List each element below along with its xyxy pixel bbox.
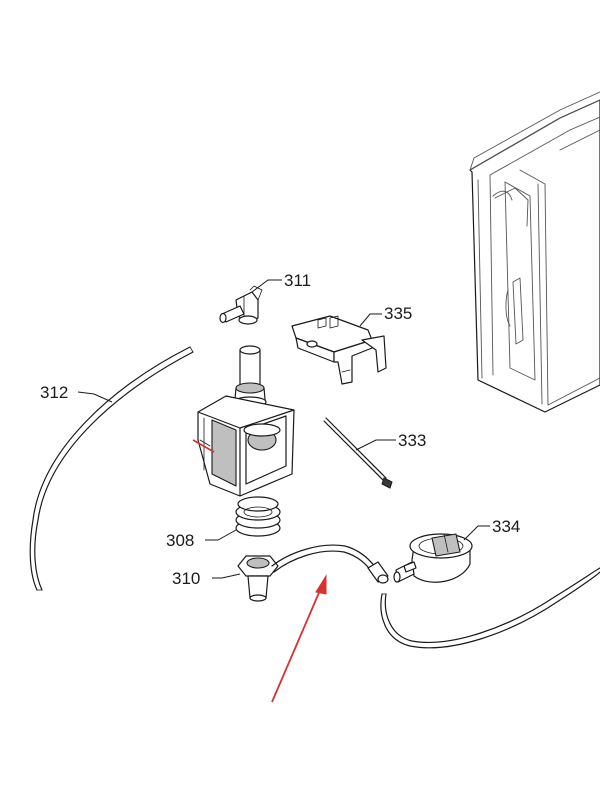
callout-311: 311 bbox=[284, 271, 311, 290]
leader-335 bbox=[359, 313, 382, 327]
callout-335: 335 bbox=[384, 304, 412, 323]
part-pump-solenoid bbox=[197, 345, 295, 497]
callout-312: 312 bbox=[40, 383, 68, 402]
connecting-hose bbox=[271, 544, 389, 584]
leader-308 bbox=[463, 525, 490, 541]
leader-310 bbox=[212, 573, 241, 579]
callout-333: 333 bbox=[398, 431, 426, 450]
leader-334 bbox=[205, 529, 237, 541]
part-333-cable-tie bbox=[323, 417, 393, 489]
red-arrow-pointer bbox=[271, 574, 327, 703]
part-310-fitting bbox=[237, 555, 279, 602]
part-312-tube bbox=[29, 346, 194, 591]
leader-333 bbox=[355, 439, 396, 451]
callout-310: 310 bbox=[172, 569, 200, 588]
callout-334: 308 bbox=[166, 531, 194, 550]
part-335-bracket bbox=[291, 315, 387, 385]
part-311-elbow-fitting bbox=[219, 285, 263, 325]
outlet-tube bbox=[380, 567, 600, 649]
leader-311 bbox=[251, 279, 282, 293]
machine-housing bbox=[469, 91, 600, 413]
part-334-spring bbox=[235, 496, 281, 537]
callout-308: 334 bbox=[492, 517, 520, 536]
part-308-flowmeter bbox=[393, 533, 473, 583]
red-indicator-mark bbox=[192, 439, 215, 453]
leader-312 bbox=[77, 391, 113, 403]
